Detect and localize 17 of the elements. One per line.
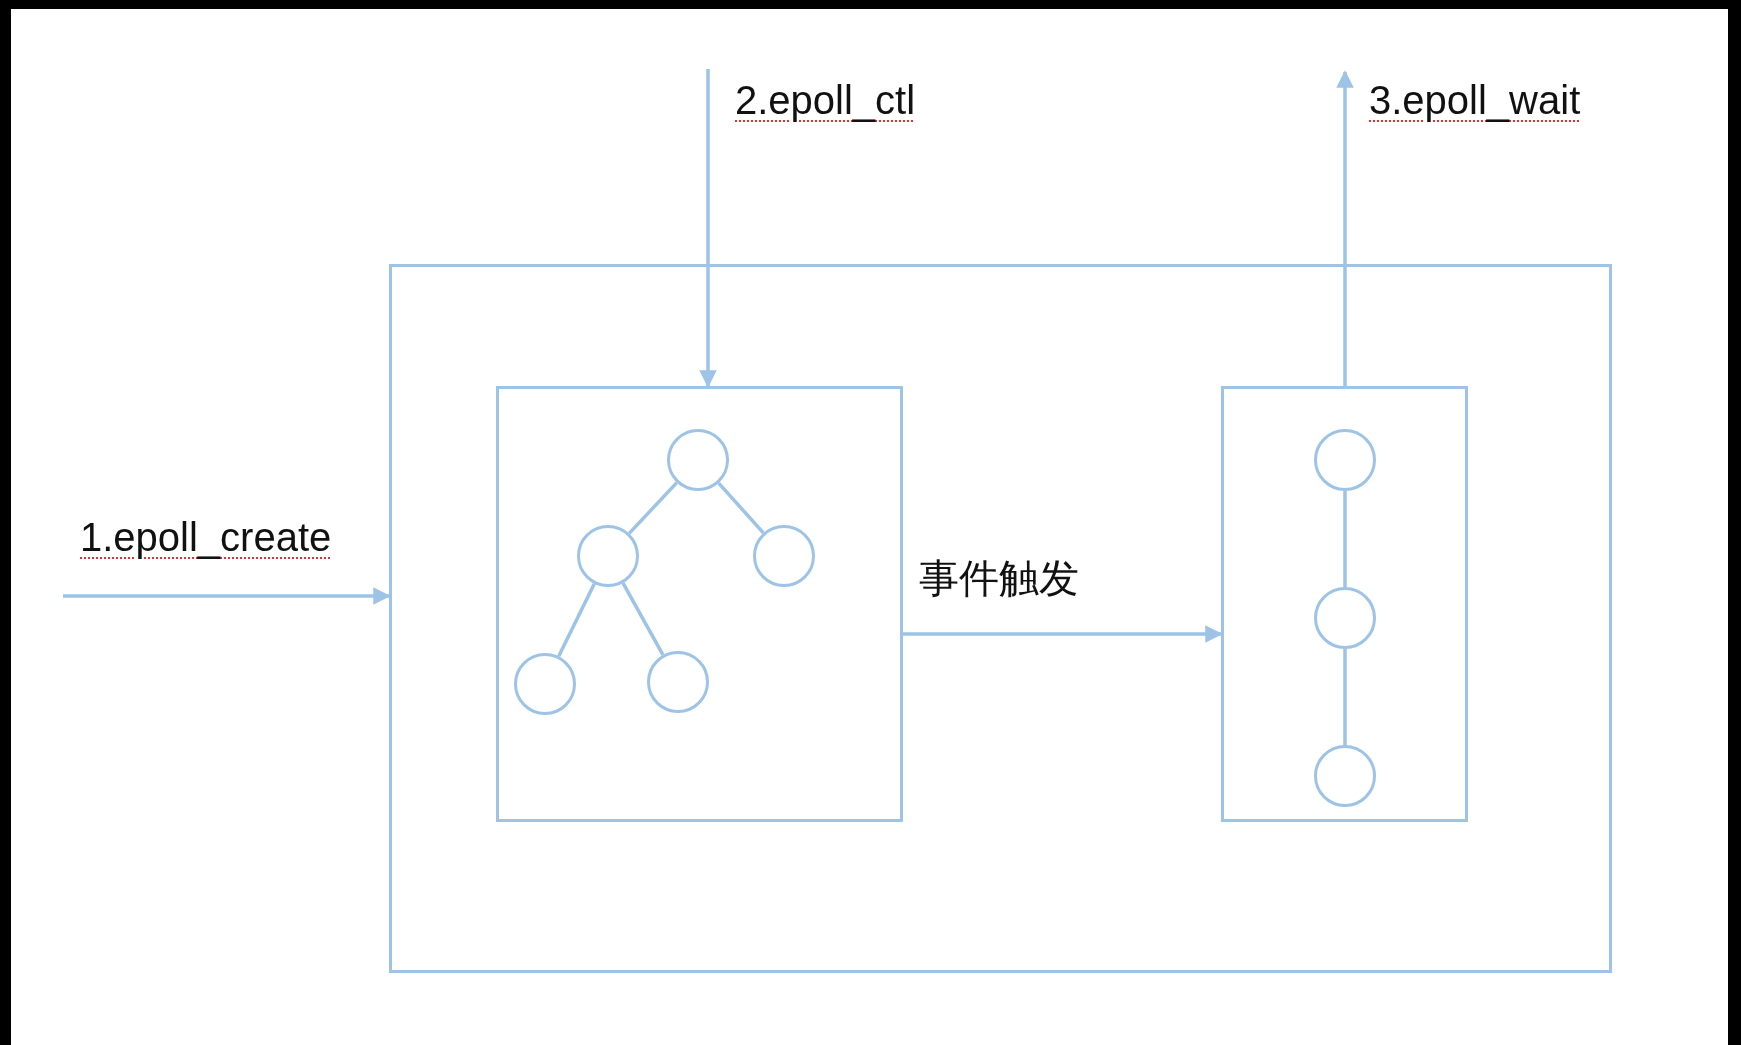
- connector-line: [1343, 491, 1347, 587]
- arrow: [63, 587, 391, 605]
- edge-label: 1.epoll_create: [80, 515, 332, 559]
- connector-line: [717, 481, 765, 535]
- connector-line: [627, 481, 679, 535]
- connector-line: [557, 583, 596, 657]
- connector-line: [1343, 649, 1347, 745]
- container-box: [389, 264, 1612, 973]
- edge-label: 事件触发: [919, 556, 1079, 600]
- edge-label: 3.epoll_wait: [1369, 78, 1581, 122]
- connector-line: [621, 582, 665, 656]
- container-box: [1221, 386, 1468, 822]
- edge-label: 2.epoll_ctl: [735, 78, 916, 122]
- container-box: [496, 386, 903, 822]
- arrow: [903, 625, 1223, 643]
- arrow: [1336, 70, 1354, 386]
- arrow: [699, 69, 717, 388]
